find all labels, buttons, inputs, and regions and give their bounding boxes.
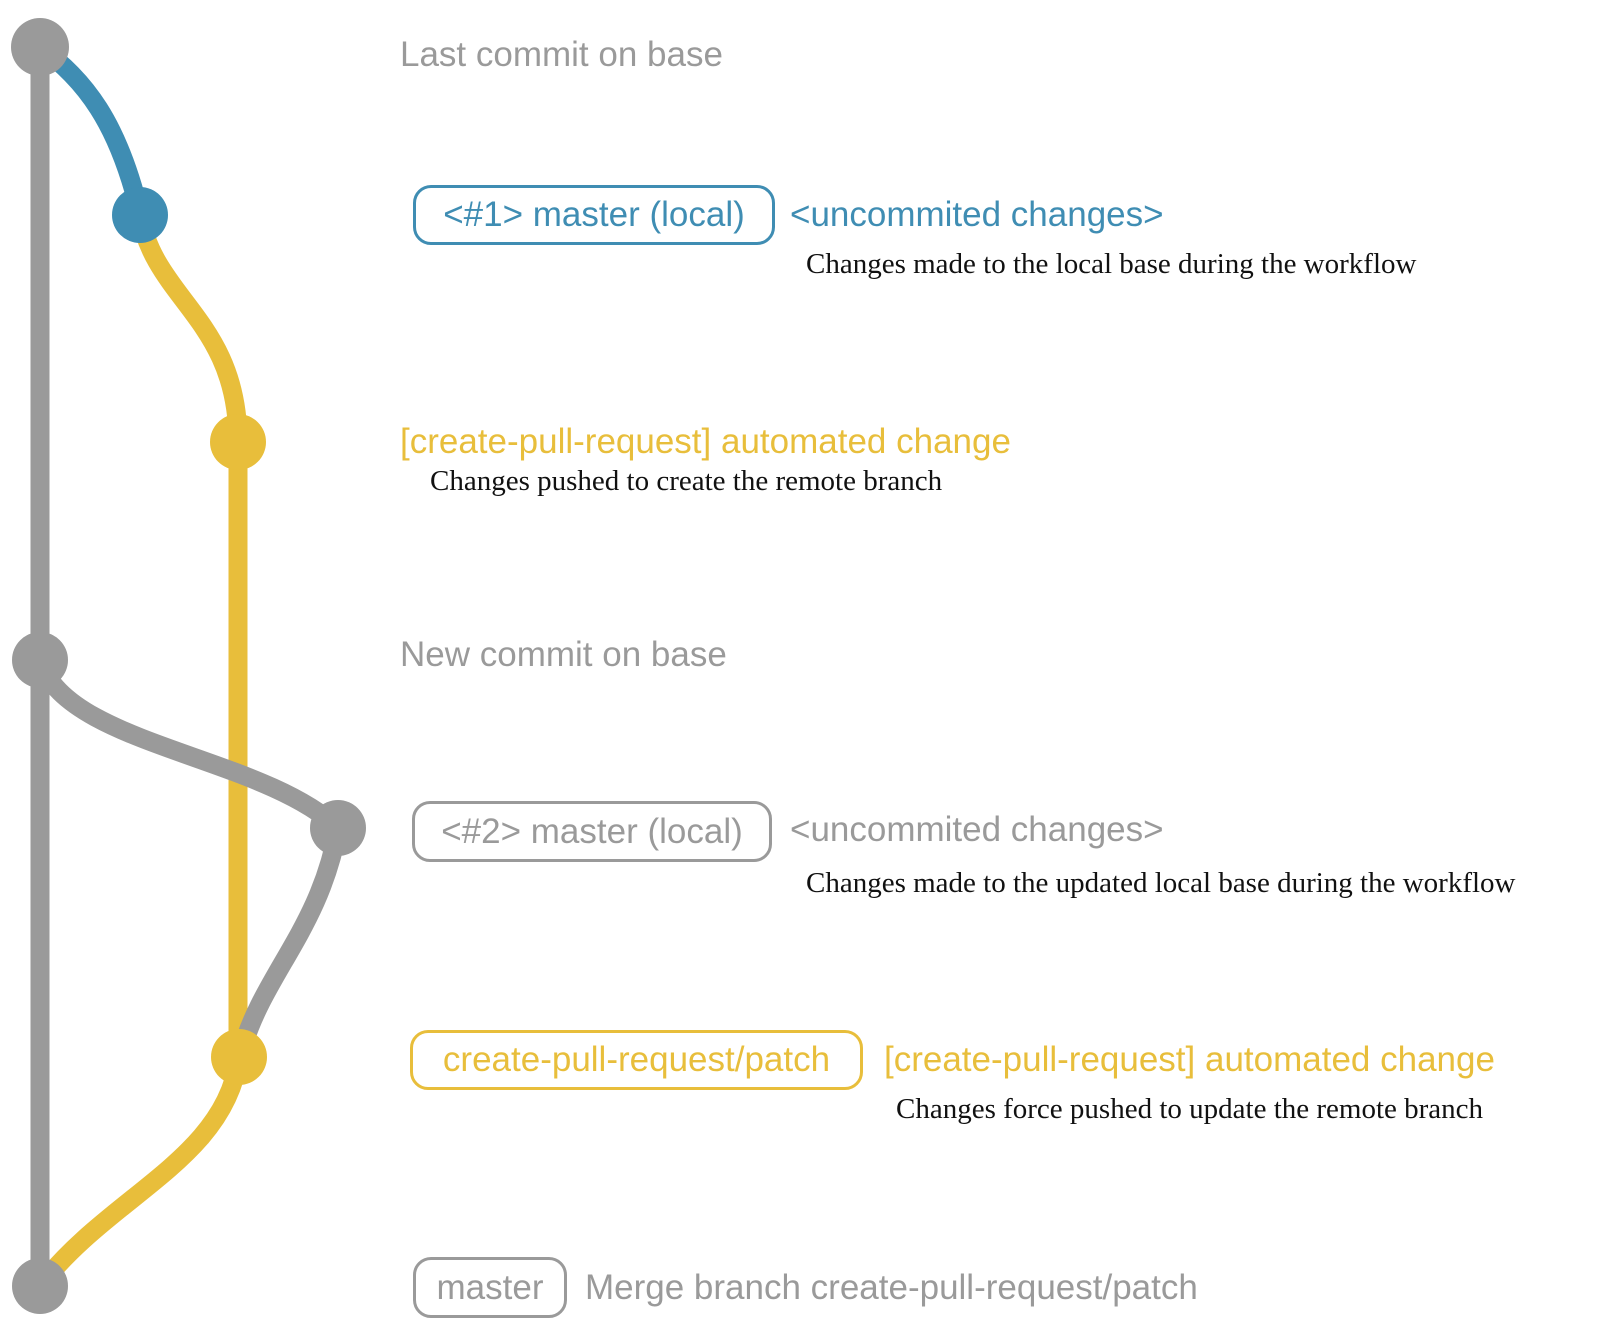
branch-badge-master: master	[413, 1257, 567, 1318]
label-last-commit-on-base: Last commit on base	[400, 35, 723, 74]
label-automated-change-1: [create-pull-request] automated change	[400, 422, 1011, 461]
commit-node-local-commit-1	[112, 187, 168, 243]
commit-node-merge-commit	[12, 1258, 68, 1314]
edge-merge-to-base	[30, 1047, 249, 1296]
caption-push-create-remote: Changes pushed to create the remote bran…	[430, 465, 943, 497]
caption-local-changes-1: Changes made to the local base during th…	[806, 248, 1417, 280]
label-new-commit-on-base: New commit on base	[400, 635, 727, 674]
note-uncommited-changes-1: <uncommited changes>	[790, 195, 1164, 234]
commit-node-last-commit-on-base	[11, 18, 69, 76]
edge-local-change-2	[231, 818, 348, 1063]
commit-node-local-commit-2	[310, 800, 366, 856]
branch-badge-label: create-pull-request/patch	[442, 1040, 831, 1079]
label-merge-branch: Merge branch create-pull-request/patch	[585, 1268, 1198, 1307]
edge-local-change-1	[30, 37, 150, 224]
commit-node-remote-branch-commit-1	[210, 414, 266, 470]
caption-force-push-remote: Changes force pushed to update the remot…	[896, 1093, 1484, 1125]
branch-badge-create-pull-request-patch: create-pull-request/patch	[410, 1030, 863, 1090]
branch-badge-label: <#2> master (local)	[441, 811, 743, 851]
commit-node-remote-branch-commit-2	[211, 1029, 267, 1085]
edge-push-to-remote	[130, 205, 248, 452]
branch-badge-label: master	[436, 1267, 544, 1307]
edge-update-local-base	[30, 650, 348, 838]
branch-badge-master-local-1: <#1> master (local)	[413, 185, 775, 245]
label-automated-change-2: [create-pull-request] automated change	[884, 1040, 1495, 1079]
branch-badge-master-local-2: <#2> master (local)	[412, 801, 772, 862]
caption-local-changes-2: Changes made to the updated local base d…	[806, 867, 1516, 899]
note-uncommited-changes-2: <uncommited changes>	[790, 810, 1164, 849]
commit-node-new-commit-on-base	[12, 632, 68, 688]
branch-badge-label: <#1> master (local)	[443, 195, 745, 234]
